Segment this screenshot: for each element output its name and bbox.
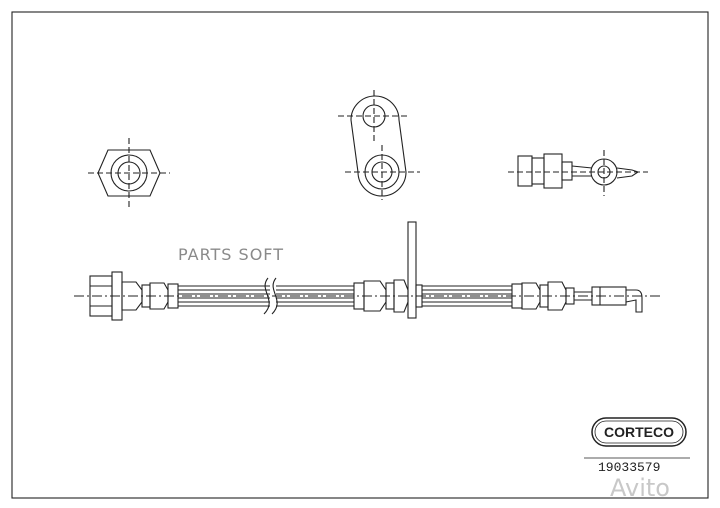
brake-hose-assembly <box>74 221 660 321</box>
brand-name: CORTECO <box>604 424 674 440</box>
banjo-fitting-view <box>508 150 648 196</box>
avito-watermark: Avito <box>610 474 670 502</box>
hex-nut-view <box>88 138 170 208</box>
bracket-view <box>338 90 420 200</box>
brand-logo: CORTECO <box>591 417 687 447</box>
drawing-frame <box>11 11 709 499</box>
parts-soft-watermark: PARTS SOFT <box>178 245 284 264</box>
part-number: 19033579 <box>598 460 661 475</box>
